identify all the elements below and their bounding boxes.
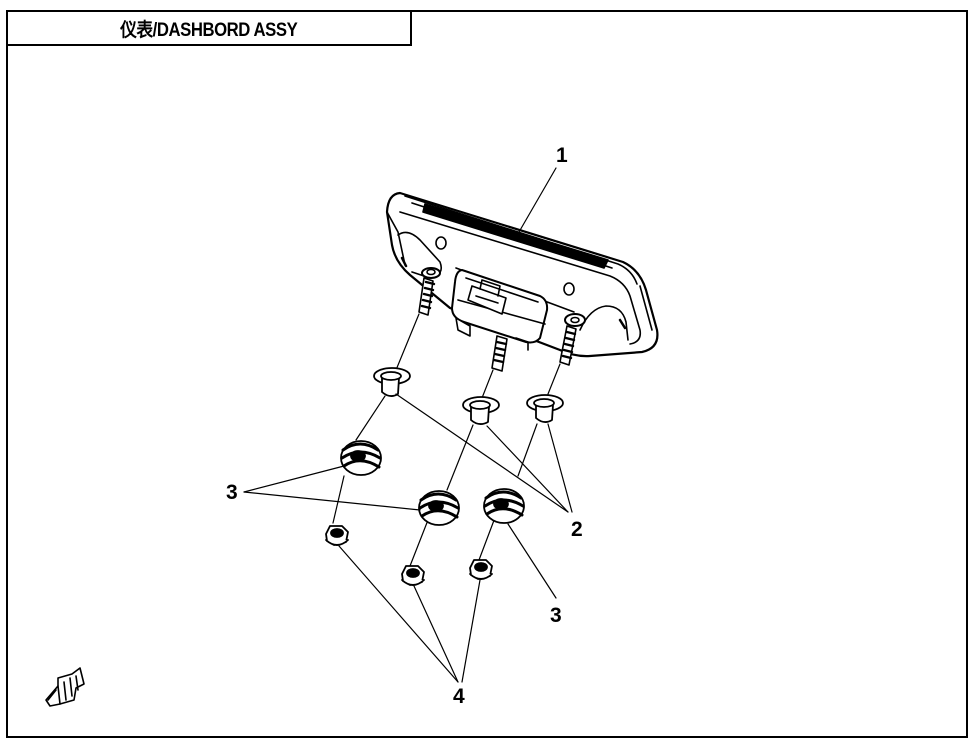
title-block: 仪表/DASHBORD ASSY — [6, 10, 412, 46]
leader-lines — [243, 167, 573, 683]
stud-bolts — [418, 267, 586, 372]
grommets — [340, 440, 525, 526]
callout-3-right: 3 — [550, 604, 562, 627]
nut-left — [325, 525, 349, 546]
grommet-right — [483, 488, 525, 524]
drawing-frame — [6, 10, 968, 738]
callout-3-left: 3 — [226, 481, 238, 504]
bushings — [373, 367, 564, 425]
page-title: 仪表/DASHBORD ASSY — [120, 19, 298, 41]
nut-right — [469, 559, 493, 580]
nut-middle — [401, 565, 425, 586]
callout-2: 2 — [571, 518, 583, 541]
grommet-left — [340, 440, 382, 476]
front-direction-arrow-icon — [45, 667, 85, 707]
bushing-left — [373, 367, 411, 397]
dashboard-assembly — [385, 191, 659, 358]
bushing-middle — [462, 396, 500, 425]
bushing-right — [526, 394, 564, 423]
callout-4: 4 — [453, 685, 465, 708]
flange-nuts — [325, 525, 493, 586]
grommet-middle — [418, 490, 460, 526]
assembly-centerlines — [332, 313, 561, 567]
callout-1: 1 — [556, 144, 568, 167]
